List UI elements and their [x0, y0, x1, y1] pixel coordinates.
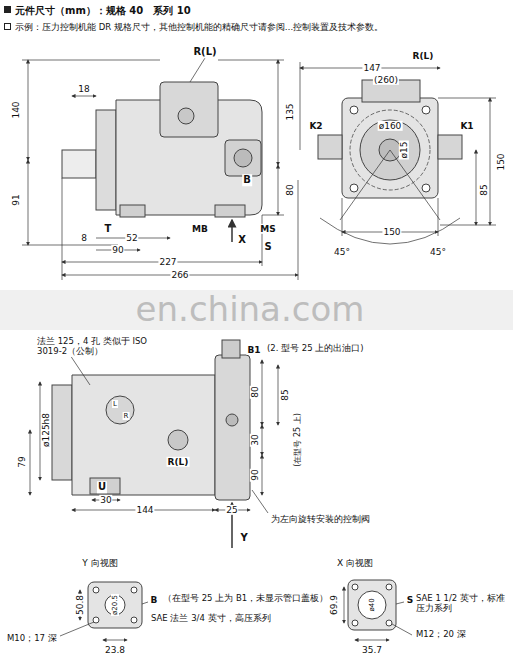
dimension-label: L — [112, 400, 118, 408]
dimension-label: ø160 — [378, 121, 403, 131]
dimension-label: K2 — [308, 121, 323, 131]
dimension-label: X 向视图 — [336, 558, 374, 568]
dimension-label: U — [97, 481, 107, 493]
dimension-label: ø125h8 — [41, 412, 51, 448]
dimension-label: SAE 法兰 3/4 英寸，高压系列 — [150, 614, 272, 624]
dimension-label: R — [123, 412, 130, 420]
dimension-label: R(L) — [412, 51, 435, 61]
dimension-label: B1 — [246, 345, 261, 355]
section-heading: 元件尺寸（mm）：规格 40 系列 10 — [14, 5, 192, 17]
dimension-label: M10；17 深 — [6, 634, 58, 644]
dimension-label: 85 — [479, 183, 489, 196]
watermark: en.china.com — [136, 290, 365, 329]
dimension-label: 为左向旋转安装的控制阀 — [270, 515, 371, 525]
dimension-label: 18 — [77, 84, 90, 94]
dimension-label: 30 — [99, 495, 112, 505]
dimension-label: 50.8 — [75, 594, 85, 616]
dimension-label: 135 — [285, 102, 295, 121]
dimension-label: ø20.5 — [111, 594, 119, 616]
dimension-label: 法兰 125，4 孔 类似于 ISO 3019-2（公制） — [36, 337, 163, 357]
dimension-label: B — [242, 174, 252, 186]
dimension-label: 150 — [496, 152, 506, 171]
dimension-label: X — [237, 234, 247, 246]
dimension-label: （在型号 25 上为 B1，未显示管口盖板） — [162, 594, 334, 604]
dimension-label: 85 — [280, 388, 290, 401]
dimension-label: SAE 1 1/2 英寸，标准压力系列 — [415, 594, 509, 614]
dimension-label: 30 — [250, 433, 260, 446]
dimension-label: 69.9 — [329, 594, 339, 616]
dimension-label: 150 — [382, 227, 401, 237]
dimension-label: ø40 — [368, 597, 376, 612]
dimension-label: R(L) — [192, 46, 217, 58]
dimension-label: 示例：压力控制机能 DR 规格尺寸，其他控制机能的精确尺寸请参阅…控制装置及技术… — [14, 23, 384, 33]
dimension-label: R(L) — [167, 457, 190, 467]
dimension-label: (2. 型号 25 上的出油口) — [266, 344, 365, 354]
dimension-label: 25 — [225, 505, 238, 515]
dimension-label: 144 — [135, 505, 154, 515]
dimension-label: 91 — [11, 193, 21, 206]
dimension-label: 80 — [250, 385, 260, 398]
dimension-label: S — [406, 595, 414, 605]
dimension-label: 80 — [285, 183, 295, 196]
dimension-label: 79 — [17, 455, 27, 468]
dimension-label: MS — [259, 224, 276, 234]
dimension-label: 8 — [80, 233, 88, 243]
dimension-label: 52 — [125, 233, 138, 243]
dimension-label: B — [150, 595, 159, 605]
dimension-label: 266 — [170, 270, 189, 280]
dimension-label: 45° — [333, 247, 351, 257]
dimension-label: Y 向视图 — [81, 558, 118, 568]
dimension-label: 23.8 — [104, 645, 126, 655]
dimension-label: 90 — [250, 468, 260, 481]
dimension-label: 45° — [429, 247, 447, 257]
dimension-label: 227 — [158, 257, 177, 267]
dimension-label: 147 — [362, 63, 381, 73]
dimension-label: ø15 — [399, 141, 409, 160]
dimension-label: S — [263, 241, 272, 253]
dimension-label: Y — [239, 532, 248, 544]
dimension-label: 35.7 — [361, 645, 383, 655]
dimension-label: (260) — [373, 75, 399, 85]
dimension-label: MB — [191, 224, 209, 234]
dimension-label: (在型号 25 上) — [293, 412, 302, 468]
dimension-label: 90 — [111, 245, 124, 255]
dimension-label: T — [104, 223, 113, 235]
dimension-label: M12；20 深 — [415, 630, 467, 640]
dimension-label: 140 — [11, 100, 21, 119]
dimension-label: K1 — [459, 121, 474, 131]
